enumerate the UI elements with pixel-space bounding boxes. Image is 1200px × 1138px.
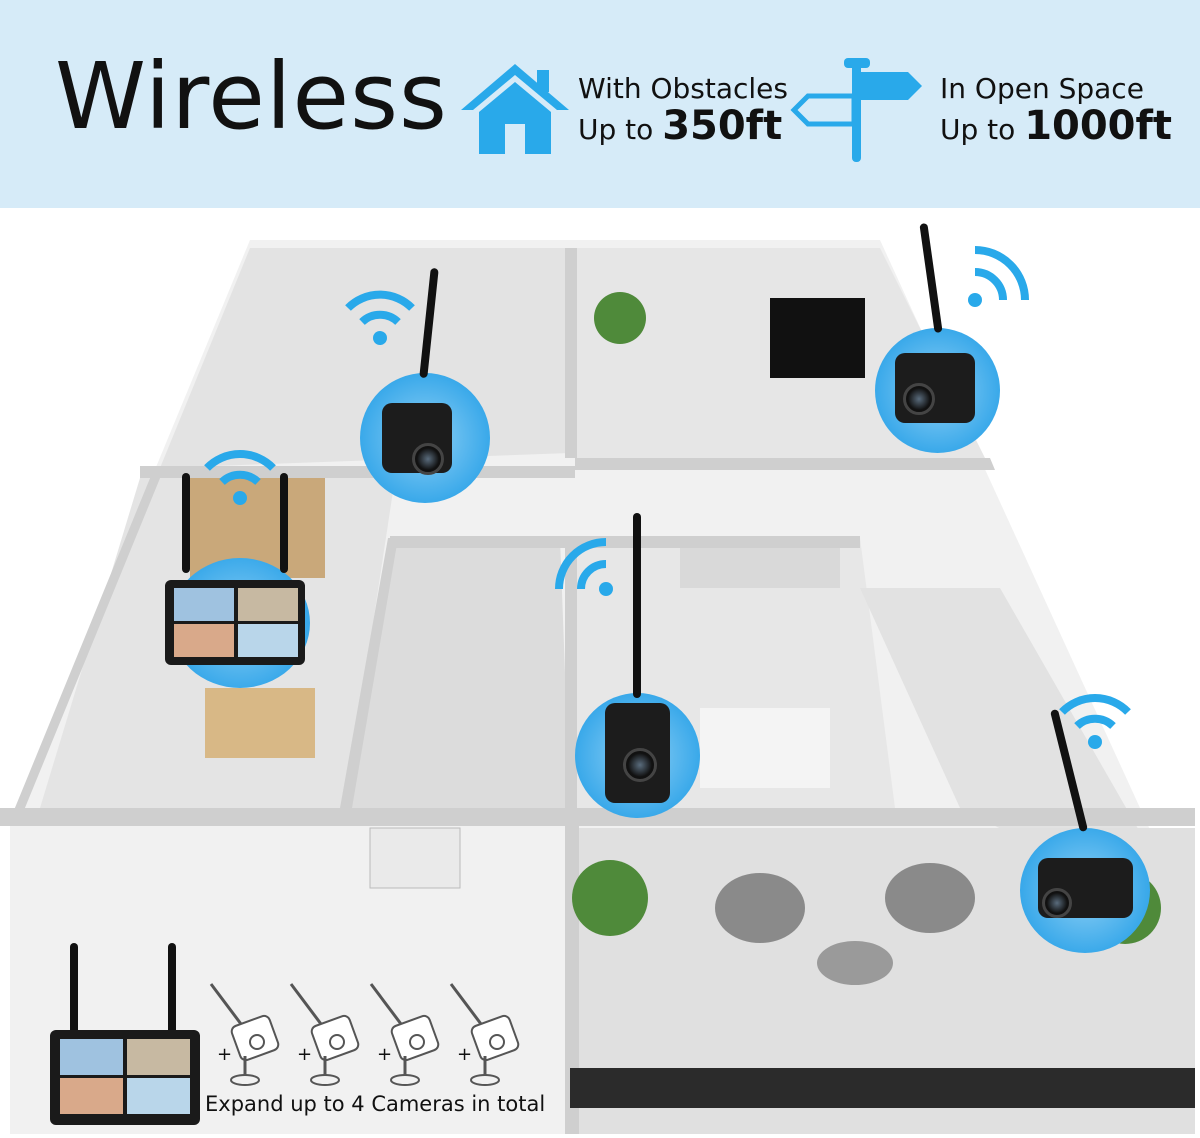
spec-with-obstacles-label: With Obstacles: [578, 72, 788, 105]
camera-icon: [1020, 708, 1150, 953]
page-title: Wireless: [55, 43, 448, 150]
camera-icon: [360, 267, 490, 503]
addon-camera-outline-icon: +: [209, 983, 280, 1086]
floor-plan-illustration: [0, 208, 1200, 1134]
camera-icon: [875, 222, 1000, 453]
wifi-icon: [1059, 694, 1131, 749]
monitor-icon: [40, 935, 200, 1125]
spec-open-space-prefix: Up to: [940, 113, 1016, 146]
wifi-icon: [345, 290, 415, 345]
spec-with-obstacles-distance: 350ft: [662, 103, 783, 149]
spec-with-obstacles: With Obstacles Up to 350ft: [578, 72, 788, 150]
svg-text:+: +: [457, 1044, 472, 1065]
svg-text:+: +: [377, 1044, 392, 1065]
wifi-icon: [968, 246, 1029, 307]
addon-camera-outline-icon: +: [449, 983, 520, 1086]
addon-camera-outline-icon: +: [289, 983, 360, 1086]
spec-open-space: In Open Space Up to 1000ft: [940, 72, 1172, 150]
svg-text:+: +: [297, 1044, 312, 1065]
header-banner: Wireless With Obstacles Up to 350ft In O…: [0, 0, 1200, 208]
house-icon: [461, 64, 569, 154]
signpost-icon: [790, 58, 922, 162]
monitor-icon: [160, 473, 310, 688]
svg-text:+: +: [217, 1044, 232, 1065]
spec-with-obstacles-prefix: Up to: [578, 113, 654, 146]
expand-caption: Expand up to 4 Cameras in total: [205, 1092, 546, 1116]
spec-open-space-distance: 1000ft: [1024, 103, 1173, 149]
wifi-icon: [204, 450, 276, 505]
spec-open-space-label: In Open Space: [940, 72, 1144, 105]
wifi-icon: [555, 538, 613, 596]
addon-camera-outline-icon: +: [369, 983, 440, 1086]
camera-icon: [575, 513, 700, 818]
